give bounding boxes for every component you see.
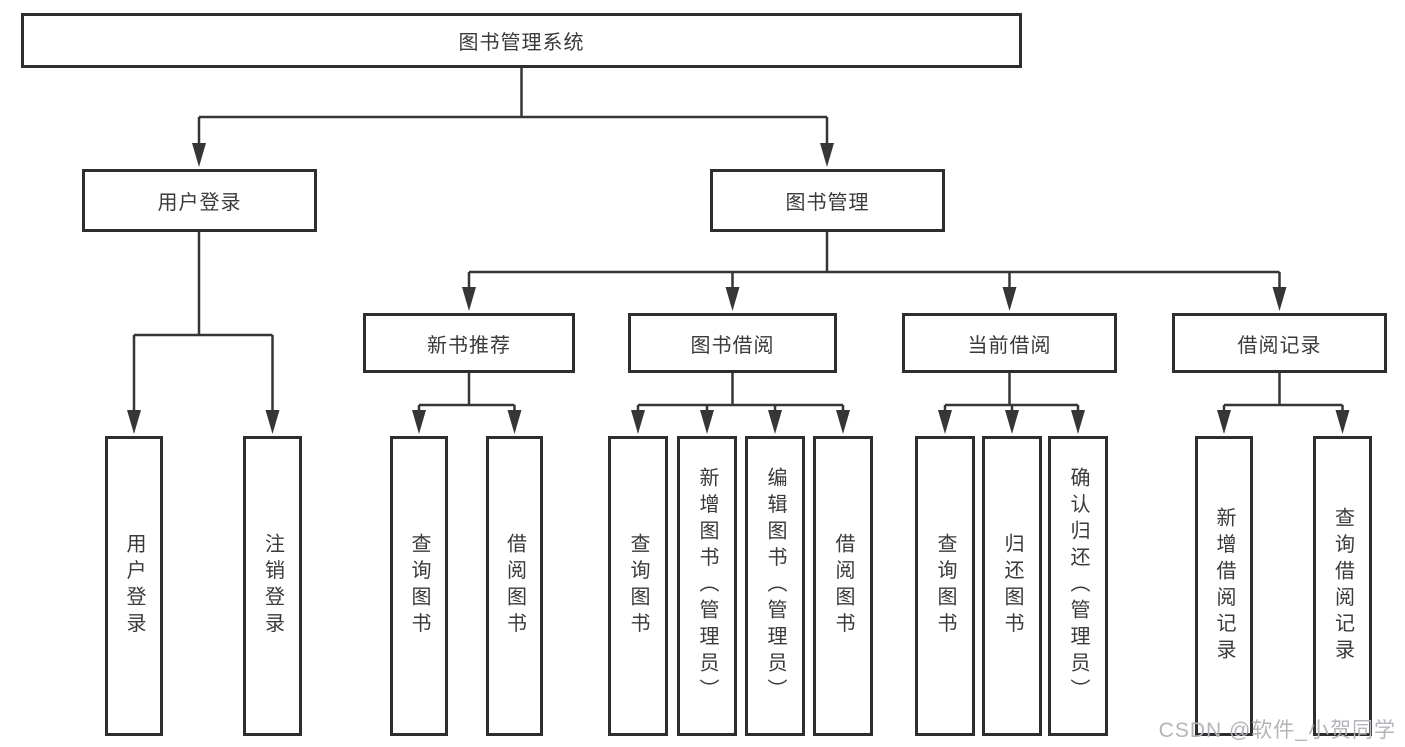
node-book-borrow: 图书借阅 [628, 313, 837, 373]
leaf-user-login: 用户登录 [105, 436, 163, 736]
leaf-add-borrow-record: 新增借阅记录 [1195, 436, 1253, 736]
connector-edges [132, 68, 1344, 413]
leaf-query-book-2: 查询图书 [608, 436, 668, 736]
leaf-confirm-return-admin: 确认归还（管理员） [1048, 436, 1108, 736]
leaf-logout: 注销登录 [243, 436, 302, 736]
arrowhead-icons [127, 143, 1350, 434]
node-new-book-recommend: 新书推荐 [363, 313, 575, 373]
leaf-borrow-book-2: 借阅图书 [813, 436, 873, 736]
csdn-watermark: CSDN @软件_小贺同学 [1158, 719, 1396, 742]
leaf-edit-book-admin: 编辑图书（管理员） [745, 436, 805, 736]
leaf-return-book: 归还图书 [982, 436, 1042, 736]
node-borrow-record: 借阅记录 [1172, 313, 1387, 373]
leaf-query-book-3: 查询图书 [915, 436, 975, 736]
leaf-borrow-book-1: 借阅图书 [486, 436, 543, 736]
node-root-title: 图书管理系统 [21, 13, 1022, 68]
leaf-query-book-1: 查询图书 [390, 436, 448, 736]
leaf-add-book-admin: 新增图书（管理员） [677, 436, 737, 736]
node-current-borrow: 当前借阅 [902, 313, 1117, 373]
node-book-management: 图书管理 [710, 169, 945, 232]
node-user-login: 用户登录 [82, 169, 317, 232]
leaf-query-borrow-record: 查询借阅记录 [1313, 436, 1372, 736]
